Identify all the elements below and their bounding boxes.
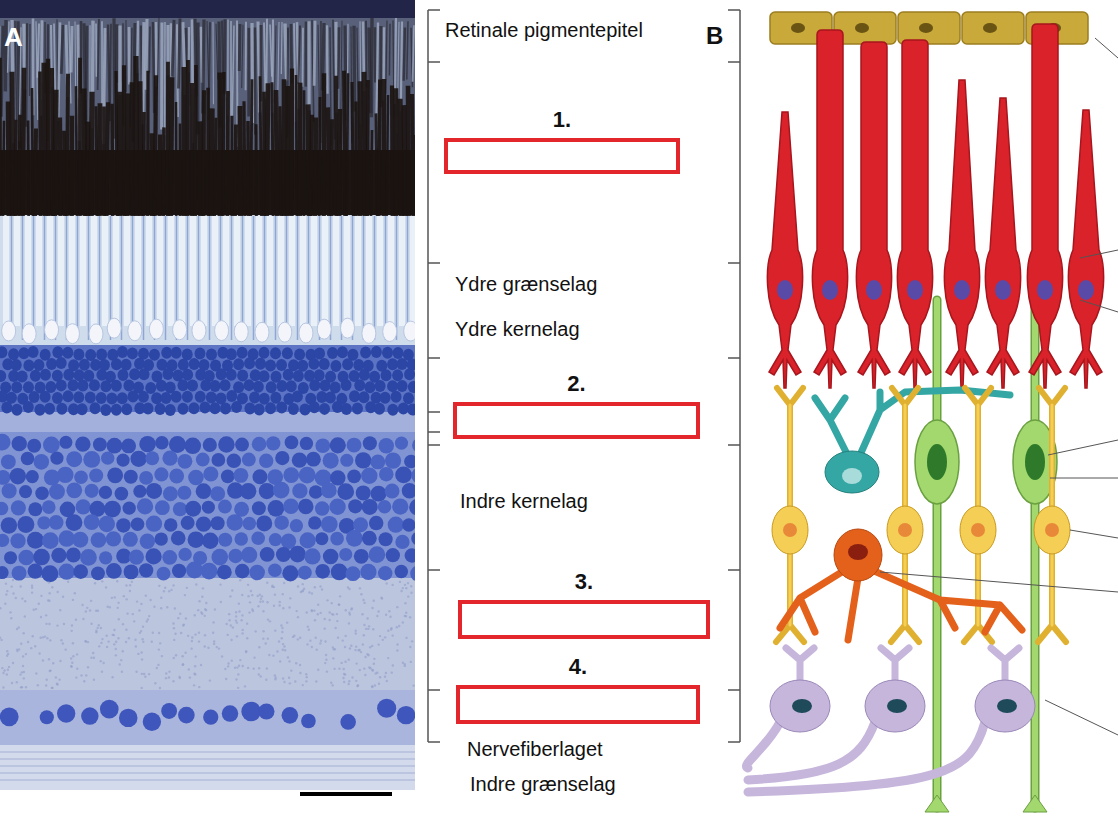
layer-brackets: [428, 10, 740, 742]
answer-box: [453, 402, 700, 439]
layer-label: Retinale pigmentepitel: [445, 18, 643, 42]
callout-number: 1.: [444, 106, 680, 134]
panel-letter: B: [706, 22, 723, 50]
answer-box: [458, 600, 710, 639]
panel-letter: A: [4, 22, 23, 52]
layer-label: Nervefiberlaget: [467, 737, 603, 761]
answer-field: 4.: [456, 653, 700, 724]
callout-number: 2.: [453, 370, 700, 398]
callout-number: 4.: [456, 653, 700, 681]
answer-field: 2.: [453, 370, 700, 439]
retina-cell-drawing: [746, 12, 1103, 812]
layer-label: Ydre grænselag: [455, 272, 597, 296]
layer-label: Indre grænselag: [470, 772, 616, 796]
answer-field: 1.: [444, 106, 680, 174]
callout-number: 3.: [458, 568, 710, 596]
layer-label: Indre kernelag: [460, 489, 588, 513]
answer-box: [444, 138, 680, 174]
layer-label: Ydre kernelag: [455, 317, 580, 341]
answer-box: [456, 685, 700, 724]
answer-field: 3.: [458, 568, 710, 639]
leader-lines: [880, 38, 1118, 735]
retina-micrograph: [0, 0, 415, 790]
scale-bar: [300, 792, 392, 796]
